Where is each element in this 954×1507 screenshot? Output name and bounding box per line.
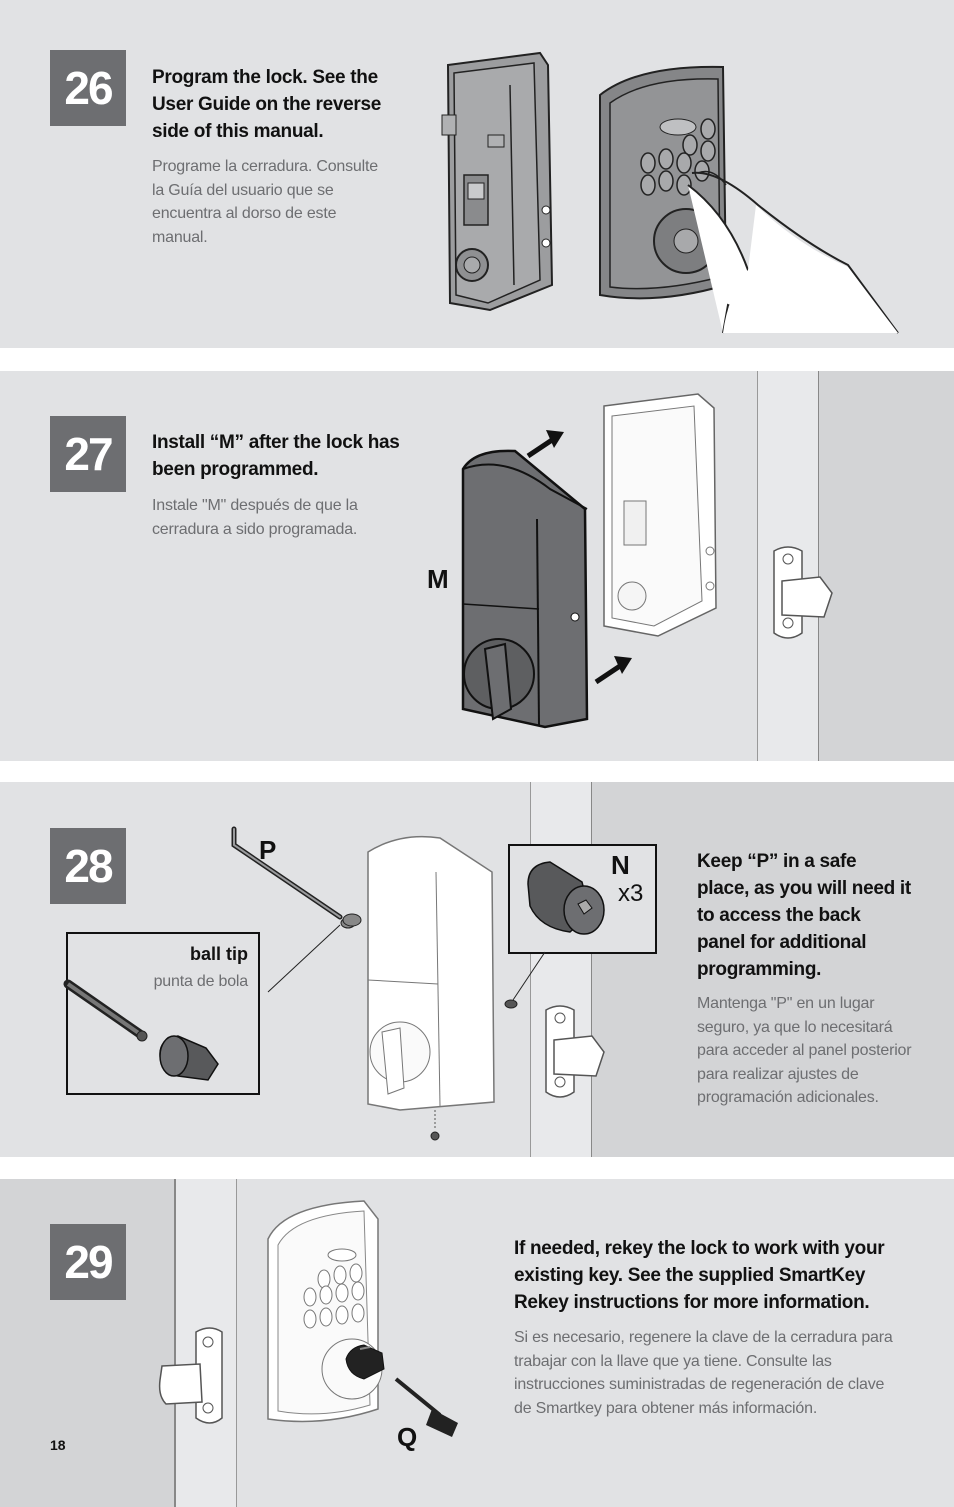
- deadbolt-assembly-illustration: [367, 835, 495, 1141]
- part-label-n: N: [611, 850, 630, 880]
- install-arrows: [526, 430, 632, 685]
- step-instruction-en: If needed, rekey the lock to work with y…: [514, 1238, 885, 1313]
- inset-pointer-line: [504, 951, 546, 1009]
- step-instruction-es: Si es necesario, regenere la clave de la…: [514, 1329, 893, 1417]
- lock-chassis-illustration: [603, 393, 717, 637]
- interior-cover-illustration: [461, 449, 589, 729]
- step-27-panel: 27 Install “M” after the lock has been p…: [0, 371, 954, 761]
- screw-illustration: [342, 913, 362, 927]
- strike-plate-illustration: [158, 1327, 223, 1424]
- part-label-p: P: [259, 835, 277, 865]
- strike-plate-illustration: [545, 1005, 605, 1098]
- step-instruction-en: Program the lock. See the User Guide on …: [152, 67, 382, 142]
- step-number: 26: [50, 50, 126, 126]
- quantity-label: x3: [618, 880, 644, 907]
- step-instruction-es: Programe la cerradura. Consulte la Guía …: [152, 158, 378, 246]
- keypad-lock-illustration: [599, 65, 899, 334]
- step-28-panel: 28 Keep “P” in a safe place, as you will…: [0, 782, 954, 1157]
- ball-tip-label-es: punta de bola: [153, 973, 249, 990]
- screw-n-inset: N x3: [508, 844, 657, 954]
- flat-head-screw-illustration: [527, 861, 605, 935]
- step-number: 27: [50, 416, 126, 492]
- step-number: 29: [50, 1224, 126, 1300]
- step-instruction-en: Install “M” after the lock has been prog…: [152, 432, 400, 480]
- part-label-q: Q: [397, 1422, 418, 1452]
- strike-plate-illustration: [773, 546, 833, 639]
- step-number: 28: [50, 828, 126, 904]
- step-29-panel: 29 If needed, rekey the lock to work wit…: [0, 1179, 954, 1507]
- step-instruction-es: Instale "M" después de que la cerradura …: [152, 497, 358, 538]
- smartkey-tool-illustration: [345, 1344, 458, 1437]
- door-frame-side: [819, 371, 954, 761]
- step-26-panel: 26 Program the lock. See the User Guide …: [0, 0, 954, 348]
- step-instruction-es: Mantenga "P" en un lugar seguro, ya que …: [697, 995, 912, 1106]
- page-number: 18: [50, 1437, 66, 1453]
- step-instruction-en: Keep “P” in a safe place, as you will ne…: [697, 851, 911, 980]
- part-label-m: M: [427, 564, 449, 594]
- ball-tip-detail-illustration: [63, 979, 219, 1081]
- ball-tip-inset: ball tip punta de bola: [63, 932, 260, 1095]
- interior-lock-illustration: [441, 51, 554, 312]
- ball-tip-label-en: ball tip: [190, 944, 248, 964]
